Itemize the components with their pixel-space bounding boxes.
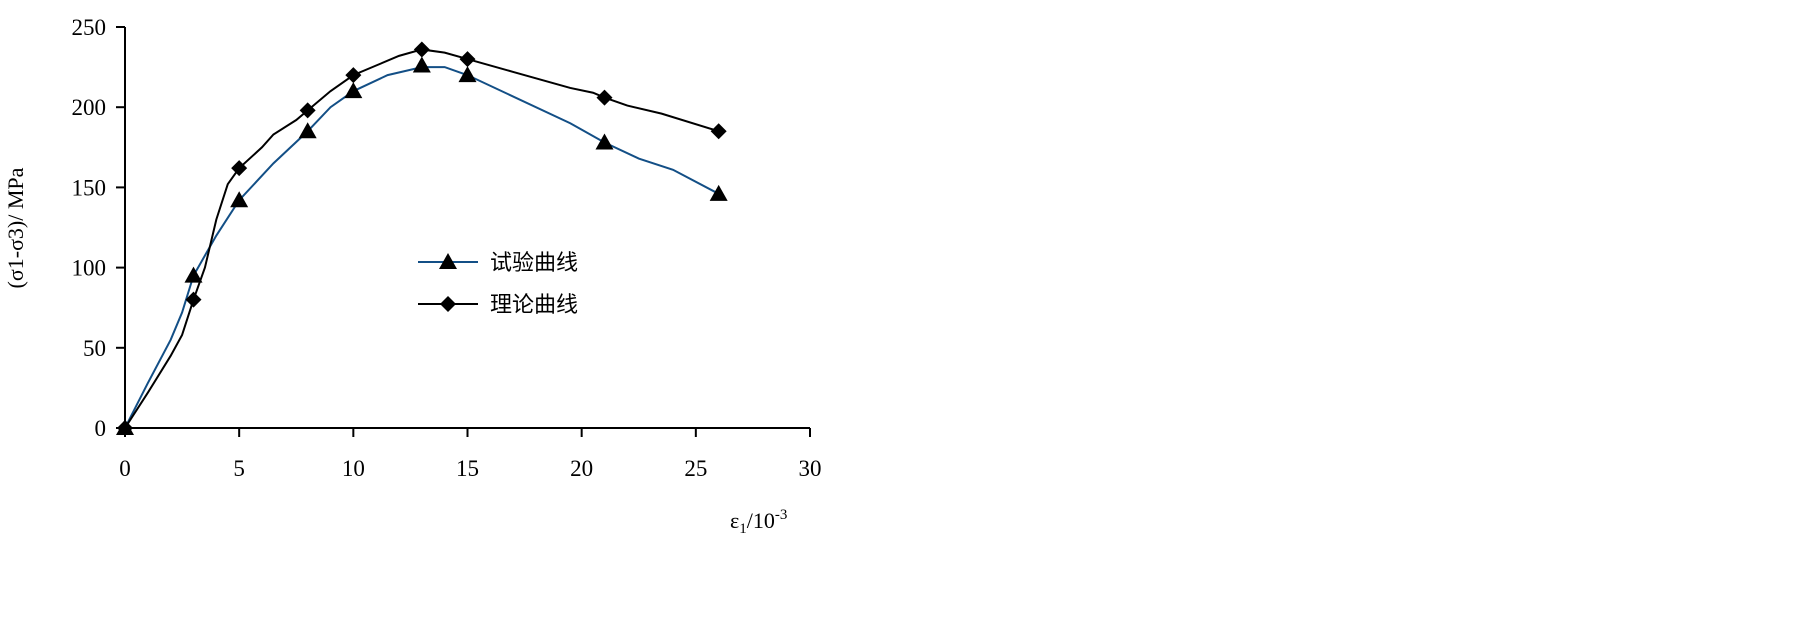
y-tick-label: 50 <box>83 336 106 361</box>
legend-label: 理论曲线 <box>490 292 578 317</box>
data-point-diamond <box>299 102 316 119</box>
y-tick-label: 0 <box>95 416 107 441</box>
data-point-triangle <box>458 66 477 83</box>
x-tick-label: 15 <box>456 456 479 481</box>
data-point-triangle <box>412 56 431 73</box>
data-point-diamond <box>596 89 613 106</box>
data-point-triangle <box>344 82 363 99</box>
series-line-2 <box>124 48 719 429</box>
x-tick-label: 10 <box>342 456 365 481</box>
data-point-diamond <box>710 123 727 140</box>
data-point-diamond <box>413 41 430 58</box>
series-line-1 <box>124 66 720 429</box>
y-tick-label: 150 <box>72 175 107 200</box>
legend-diamond-icon <box>440 296 456 312</box>
x-tick-label: 25 <box>684 456 707 481</box>
y-tick-label: 100 <box>72 256 107 281</box>
y-tick-label: 200 <box>72 95 107 120</box>
data-point-diamond <box>117 420 133 436</box>
y-axis-label: (σ1-σ3)/ MPa <box>3 167 28 288</box>
legend-triangle-icon <box>439 253 457 269</box>
y-tick-label: 250 <box>72 15 107 40</box>
legend-label: 试验曲线 <box>490 250 578 275</box>
x-tick-label: 0 <box>119 456 131 481</box>
x-tick-label: 30 <box>799 456 822 481</box>
data-point-triangle <box>709 184 728 201</box>
data-point-diamond <box>459 51 476 68</box>
data-point-triangle <box>230 191 249 208</box>
x-tick-label: 5 <box>233 456 245 481</box>
data-point-triangle <box>595 133 614 150</box>
x-axis-label: ε1/10-3 <box>730 507 787 537</box>
data-point-diamond <box>231 160 248 177</box>
data-point-diamond <box>345 67 362 84</box>
x-tick-label: 20 <box>570 456 593 481</box>
data-point-triangle <box>184 266 203 283</box>
data-point-triangle <box>298 122 317 139</box>
data-point-diamond <box>185 291 202 308</box>
